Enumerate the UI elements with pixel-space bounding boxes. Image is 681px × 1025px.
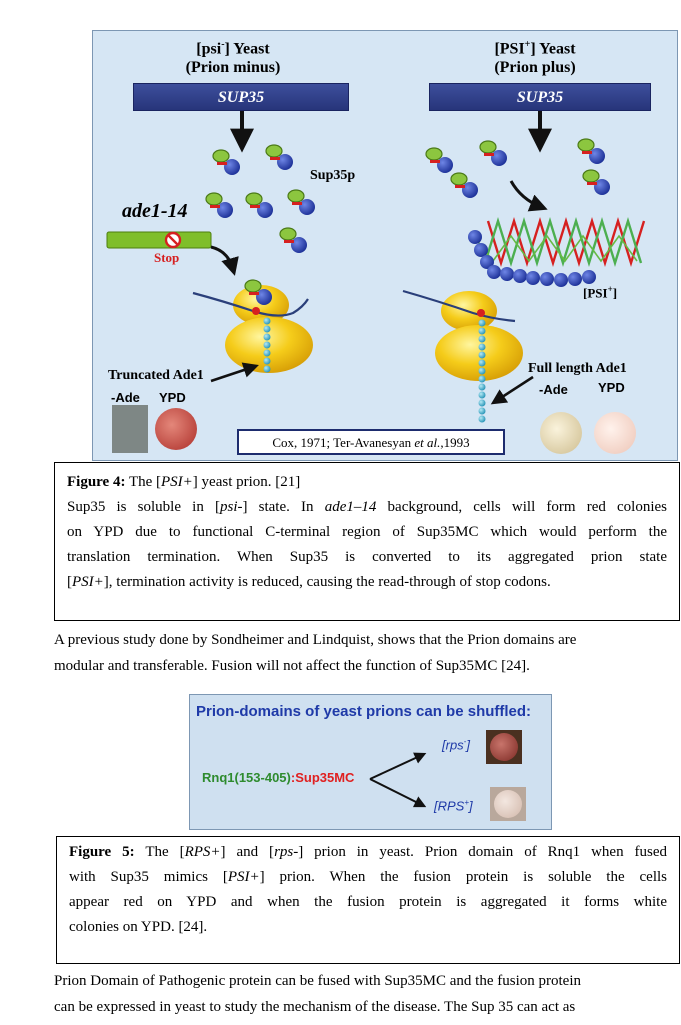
- protein-icon: [288, 190, 315, 215]
- caption-4-line-3: on YPD due to functional C-terminal regi…: [67, 520, 667, 545]
- figure-5-arrows: [190, 695, 553, 831]
- protein-icon: [451, 173, 478, 198]
- cream-colony: [540, 412, 582, 454]
- figure-4-caption: Figure 4: The [PSI+] yeast prion. [21] S…: [54, 462, 680, 621]
- full-length-ade1-label: Full length Ade1: [528, 361, 627, 377]
- protein-icon: [578, 139, 605, 164]
- protein-icon: [280, 228, 307, 253]
- right-ade-label: -Ade: [539, 382, 568, 397]
- caption-4-line-4: translation termination. When Sup35 is c…: [67, 545, 667, 570]
- caption-5-line-2: with Sup35 mimics [PSI+] prion. When the…: [69, 865, 667, 890]
- protein-icon: [246, 193, 273, 218]
- left-panel-title: [psi-] Yeast (Prion minus): [153, 35, 313, 77]
- caption-4-line-5: [PSI+], termination activity is reduced,…: [67, 570, 667, 595]
- protein-icon: [206, 193, 233, 218]
- psi-aggregate-label: [PSI+]: [583, 284, 617, 301]
- rps-minus-label: [rps-]: [442, 737, 470, 752]
- figure-5-image: Prion-domains of yeast prions can be shu…: [189, 694, 552, 830]
- stop-icon: [166, 233, 180, 247]
- sup35-gene-bar-right: SUP35: [429, 83, 651, 111]
- red-colony: [155, 408, 197, 450]
- caption-4-line-2: Sup35 is soluble in [psi-] state. In ade…: [67, 495, 667, 520]
- prion-aggregate-fibril: [468, 221, 644, 287]
- paragraph-2-line-2: can be expressed in yeast to study the m…: [54, 995, 575, 1020]
- left-ypd-label: YPD: [159, 390, 186, 405]
- paragraph-2-line-1: Prion Domain of Pathogenic protein can b…: [54, 969, 581, 994]
- right-panel-title: [PSI+] Yeast (Prion plus): [455, 35, 615, 77]
- white-colony: [594, 412, 636, 454]
- protein-icon: [266, 145, 293, 170]
- rps-plus-label: [RPS+]: [434, 798, 473, 813]
- sup35-gene-bar-left: SUP35: [133, 83, 349, 111]
- figure-5-caption: Figure 5: The [RPS+] and [rps-] prion in…: [56, 836, 680, 964]
- figure-4-citation: Cox, 1971; Ter-Avanesyan et al.,1993: [237, 429, 505, 455]
- caption-5-line-3: appear red on YPD and when the fusion pr…: [69, 890, 667, 915]
- truncated-ade1-label: Truncated Ade1: [108, 368, 204, 384]
- stop-label: Stop: [154, 250, 179, 266]
- caption-5-line-1: Figure 5: The [RPS+] and [rps-] prion in…: [69, 840, 667, 865]
- ade-plate-no-growth: [112, 405, 148, 453]
- paragraph-1-line-1: A previous study done by Sondheimer and …: [54, 628, 576, 653]
- ade1-14-label: ade1-14: [122, 200, 188, 223]
- protein-icon: [426, 148, 453, 173]
- protein-icon: [213, 150, 240, 175]
- caption-5-line-4: colonies on YPD. [24].: [69, 915, 667, 940]
- left-ribosome: [193, 280, 313, 373]
- figure-4-caption-title: Figure 4: The [PSI+] yeast prion. [21]: [67, 470, 667, 495]
- paragraph-1-line-2: modular and transferable. Fusion will no…: [54, 654, 530, 679]
- figure-4-image: [psi-] Yeast (Prion minus) [PSI+] Yeast …: [92, 30, 678, 461]
- left-ade-label: -Ade: [111, 390, 140, 405]
- protein-icon: [583, 170, 610, 195]
- sup35p-label: Sup35p: [310, 168, 355, 184]
- ade1-gene-bar: [107, 232, 211, 248]
- right-ypd-label: YPD: [598, 380, 625, 395]
- right-ribosome: [403, 291, 523, 423]
- protein-icon: [480, 141, 507, 166]
